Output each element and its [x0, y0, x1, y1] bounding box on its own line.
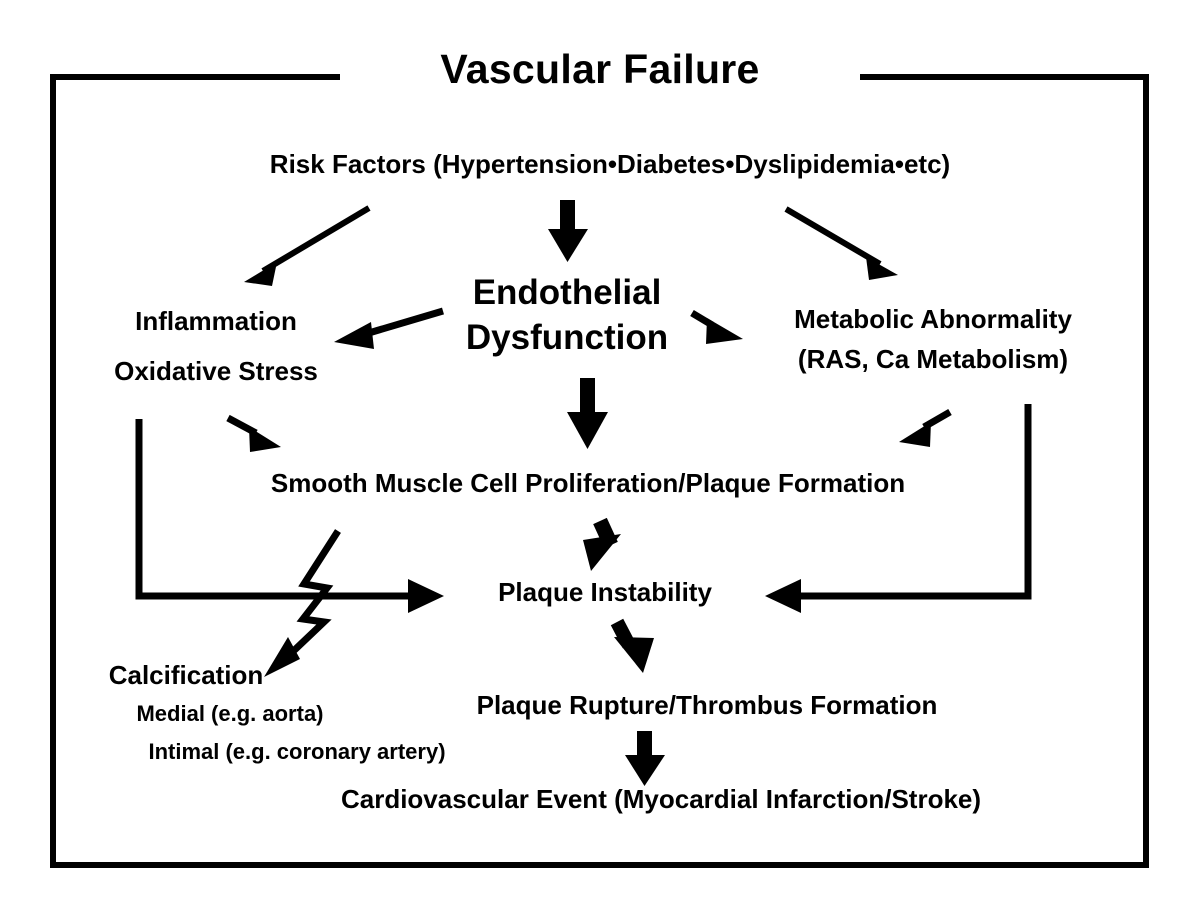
- arrow-endothelial-to-smc: [567, 378, 608, 449]
- arrow-endothelial-to-metabolic: [690, 309, 743, 344]
- arrow-inflammation-to-smc: [226, 414, 281, 452]
- node-oxidative-stress: Oxidative Stress: [114, 356, 318, 386]
- node-endothelial-dysfunction-line1: Endothelial: [472, 273, 662, 312]
- node-endothelial-dysfunction-line2: Dysfunction: [465, 318, 669, 357]
- node-metabolic-abnormality-line2: (RAS, Ca Metabolism): [797, 344, 1069, 374]
- arrow-risk-to-inflammation: [244, 205, 371, 286]
- arrow-rupture-to-cardiovascular-event: [625, 731, 665, 786]
- node-calcification-medial: Medial (e.g. aorta): [136, 701, 324, 726]
- arrow-endothelial-to-inflammation: [334, 307, 444, 349]
- arrow-smc-to-plaque-instability: [583, 517, 621, 571]
- node-inflammation: Inflammation: [135, 306, 297, 336]
- node-calcification: Calcification: [108, 660, 264, 690]
- node-metabolic-abnormality-line1: Metabolic Abnormality: [794, 304, 1072, 334]
- node-plaque-rupture-thrombus-formation: Plaque Rupture/Thrombus Formation: [476, 690, 938, 720]
- connector-metabolic-to-plaque-instability: [765, 404, 1032, 613]
- node-cardiovascular-event: Cardiovascular Event (Myocardial Infarct…: [340, 784, 982, 814]
- node-risk-factors: Risk Factors (Hypertension•Diabetes•Dysl…: [269, 149, 951, 179]
- arrow-metabolic-to-smc: [899, 408, 952, 447]
- arrow-plaque-instability-to-rupture: [610, 618, 654, 673]
- arrow-risk-to-metabolic: [784, 206, 898, 280]
- node-smooth-muscle-cell-proliferation: Smooth Muscle Cell Proliferation/Plaque …: [270, 468, 906, 498]
- diagram-title: Vascular Failure: [440, 46, 760, 92]
- arrow-zigzag-to-calcification: [264, 529, 341, 677]
- title-border-gap: [340, 60, 860, 94]
- node-plaque-instability: Plaque Instability: [498, 577, 712, 607]
- node-calcification-intimal: Intimal (e.g. coronary artery): [148, 739, 446, 764]
- arrow-risk-to-endothelial: [548, 200, 588, 262]
- connector-oxidative-to-plaque-instability: [135, 419, 444, 613]
